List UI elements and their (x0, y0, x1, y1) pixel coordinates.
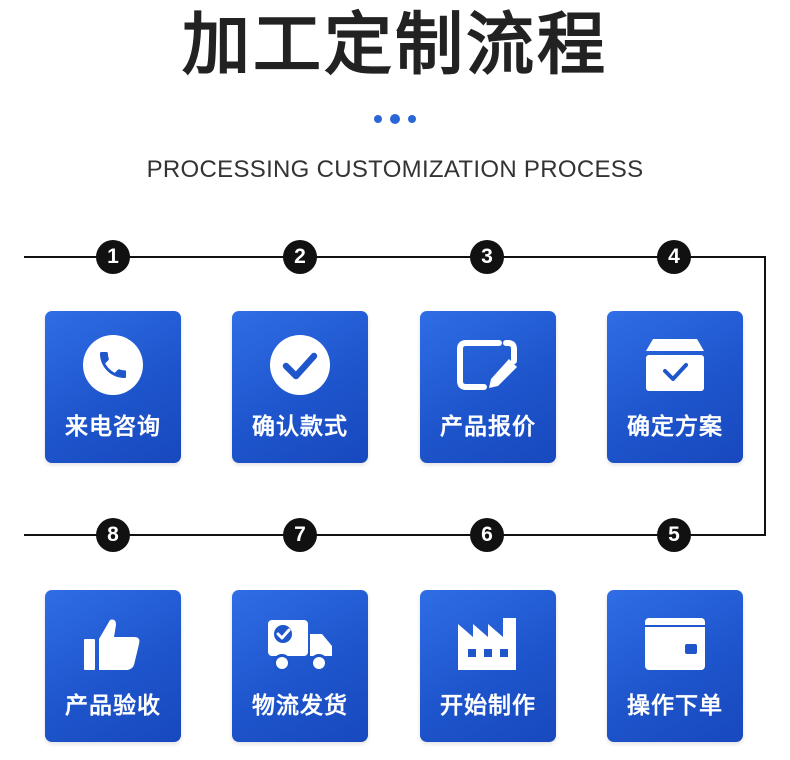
step-card-7: 物流发货 (232, 590, 368, 742)
divider-dot (408, 115, 416, 123)
step-badge-5: 5 (657, 518, 691, 552)
step-card-8: 产品验收 (45, 590, 181, 742)
factory-icon (454, 610, 522, 678)
step-badge-1: 1 (96, 240, 130, 274)
step-label-5: 操作下单 (627, 693, 723, 719)
step-card-1: 来电咨询 (45, 311, 181, 463)
divider-dots (372, 113, 420, 125)
flow-line-top (24, 256, 766, 258)
archive-box-icon (641, 331, 709, 399)
step-badge-7: 7 (283, 518, 317, 552)
step-card-4: 确定方案 (607, 311, 743, 463)
step-card-2: 确认款式 (232, 311, 368, 463)
wallet-icon (641, 610, 709, 678)
delivery-truck-icon (266, 610, 334, 678)
step-label-1: 来电咨询 (65, 414, 161, 440)
edit-document-icon (454, 331, 522, 399)
page-title: 加工定制流程 (181, 6, 608, 85)
phone-icon (79, 331, 147, 399)
thumbs-up-icon (79, 610, 147, 678)
step-card-3: 产品报价 (420, 311, 556, 463)
step-badge-4: 4 (657, 240, 691, 274)
page-subtitle: PROCESSING CUSTOMIZATION PROCESS (146, 156, 644, 183)
flow-line-bottom (24, 534, 766, 536)
step-label-8: 产品验收 (65, 693, 161, 719)
flow-line-right (764, 256, 766, 536)
step-label-3: 产品报价 (440, 414, 536, 440)
divider-dot (374, 115, 382, 123)
step-label-6: 开始制作 (440, 693, 536, 719)
step-label-4: 确定方案 (627, 414, 723, 440)
step-badge-6: 6 (470, 518, 504, 552)
step-label-7: 物流发货 (252, 693, 348, 719)
divider-dot (390, 114, 400, 124)
step-badge-3: 3 (470, 240, 504, 274)
step-card-5: 操作下单 (607, 590, 743, 742)
step-badge-8: 8 (96, 518, 130, 552)
step-badge-2: 2 (283, 240, 317, 274)
step-label-2: 确认款式 (252, 414, 348, 440)
step-card-6: 开始制作 (420, 590, 556, 742)
check-circle-icon (266, 331, 334, 399)
